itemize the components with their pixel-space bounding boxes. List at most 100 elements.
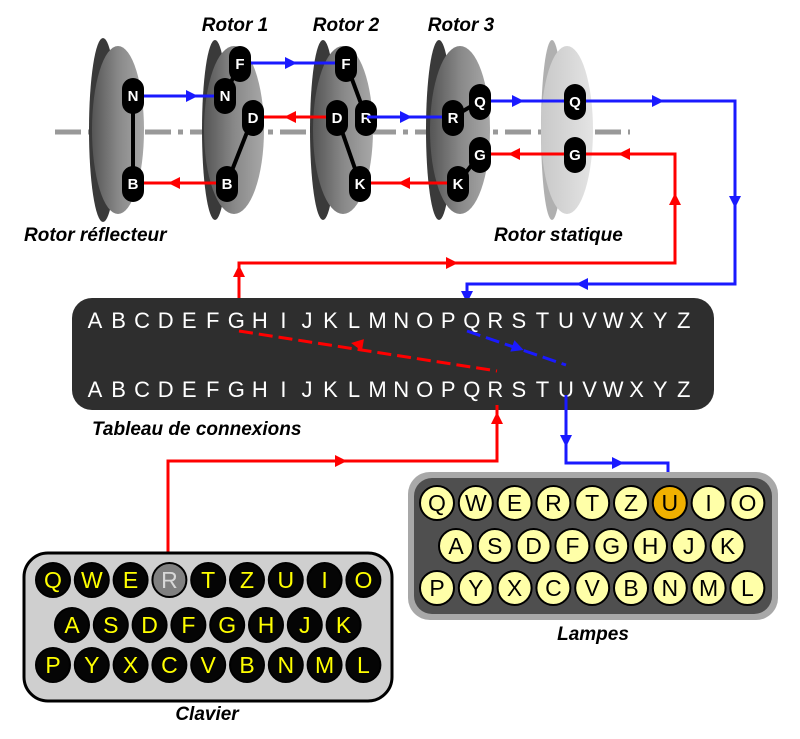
key-label-o: O (354, 567, 372, 593)
key-label-b: B (239, 652, 254, 678)
plugboard-top-j: J (301, 308, 312, 333)
plugboard-bottom-b: B (111, 377, 126, 402)
lamp-label-a: A (448, 533, 464, 559)
keyboard-signal-path (166, 405, 503, 572)
key-r[interactable] (151, 562, 188, 598)
path-arrowheads (168, 57, 741, 303)
plugboard-bottom-z: Z (677, 377, 690, 402)
lamp-k (709, 528, 746, 564)
lamp-m (690, 570, 727, 606)
key-i[interactable] (306, 562, 343, 598)
plugboard-top-t: T (536, 308, 549, 333)
plugboard-bottom-k: K (323, 377, 338, 402)
plugboard-top-s: S (512, 308, 527, 333)
lamp-label-c: C (545, 575, 562, 601)
key-t[interactable] (190, 562, 227, 598)
static-rotor-title: Rotor statique (494, 225, 623, 246)
plugboard-top-c: C (134, 308, 150, 333)
plugboard-top-y: Y (653, 308, 668, 333)
key-a[interactable] (54, 607, 90, 643)
lamp-e (496, 485, 533, 521)
plugboard-bottom-s: S (512, 377, 527, 402)
rotor-2: F R D K (310, 40, 377, 220)
plugboard-top-g: G (228, 308, 245, 333)
key-s[interactable] (92, 607, 129, 643)
key-l[interactable] (345, 647, 382, 683)
reflector-rotor: N B (89, 38, 144, 222)
key-k[interactable] (325, 607, 362, 643)
plugboard-top-w: W (603, 308, 624, 333)
lamp-label-t: T (585, 490, 599, 516)
lamp-label-x: X (507, 575, 522, 601)
key-g[interactable] (209, 607, 246, 643)
key-v[interactable] (190, 647, 227, 683)
plugboard-bottom-g: G (228, 377, 245, 402)
key-m[interactable] (306, 647, 343, 683)
plugboard-bottom-c: C (134, 377, 150, 402)
key-o[interactable] (345, 562, 382, 598)
key-e[interactable] (112, 562, 149, 598)
reflector-pin-n-label: N (128, 88, 139, 105)
key-h[interactable] (248, 607, 284, 643)
lamp-label-e: E (507, 490, 522, 516)
lamp-s (476, 528, 513, 564)
key-label-u: U (277, 567, 294, 593)
key-z[interactable] (229, 562, 265, 598)
key-f[interactable] (170, 607, 207, 643)
key-w[interactable] (73, 562, 110, 598)
key-n[interactable] (267, 647, 304, 683)
key-p[interactable] (35, 647, 71, 683)
key-label-f: F (181, 612, 195, 638)
rotor3-title: Rotor 3 (428, 15, 495, 36)
plugboard-bottom-y: Y (653, 377, 668, 402)
plugboard-bottom-f: F (206, 377, 219, 402)
lamp-o (729, 485, 766, 521)
plugboard-top-h: H (252, 308, 268, 333)
key-c[interactable] (151, 647, 188, 683)
plugboard-top-p: P (441, 308, 456, 333)
rotor1-pin-b: B (222, 176, 233, 193)
lamp-label-d: D (525, 533, 542, 559)
lamp-w (457, 485, 494, 521)
lamp-label-l: L (741, 575, 754, 601)
key-b[interactable] (229, 647, 265, 683)
lamp-x (496, 570, 533, 606)
rotor1-pin-n: N (220, 88, 231, 105)
lamp-label-r: R (545, 490, 562, 516)
rotor1-pin-d: D (248, 110, 259, 127)
plugboard-bottom-n: N (393, 377, 409, 402)
key-q[interactable] (35, 562, 71, 598)
lamp-p (419, 570, 455, 606)
key-j[interactable] (286, 607, 323, 643)
lamp-label-i: I (705, 490, 711, 516)
plugboard-bottom-j: J (301, 377, 312, 402)
plugboard-top-f: F (206, 308, 219, 333)
key-u[interactable] (267, 562, 304, 598)
key-label-p: P (45, 652, 60, 678)
key-label-n: N (277, 652, 294, 678)
lamp-label-v: V (585, 575, 601, 601)
key-d[interactable] (131, 607, 168, 643)
lamp-label-n: N (661, 575, 678, 601)
rotor3-pin-k: K (453, 176, 464, 193)
key-x[interactable] (112, 647, 149, 683)
key-label-y: Y (84, 652, 99, 678)
rotor2-pin-d: D (332, 110, 343, 127)
plugboard-bottom-r: R (487, 377, 503, 402)
lamp-label-h: H (642, 533, 659, 559)
lamp-c (535, 570, 572, 606)
rotor2-pin-f: F (341, 56, 350, 73)
key-label-h: H (258, 612, 275, 638)
plugboard-title: Tableau de connexions (92, 419, 301, 440)
key-label-e: E (123, 567, 138, 593)
lamp-label-s: S (487, 533, 502, 559)
key-y[interactable] (73, 647, 110, 683)
plug-link-g-r (238, 329, 498, 373)
key-label-a: A (64, 612, 80, 638)
plugboard-bottom-t: T (536, 377, 549, 402)
plugboard-top-k: K (323, 308, 338, 333)
lamp-label-y: Y (468, 575, 483, 601)
